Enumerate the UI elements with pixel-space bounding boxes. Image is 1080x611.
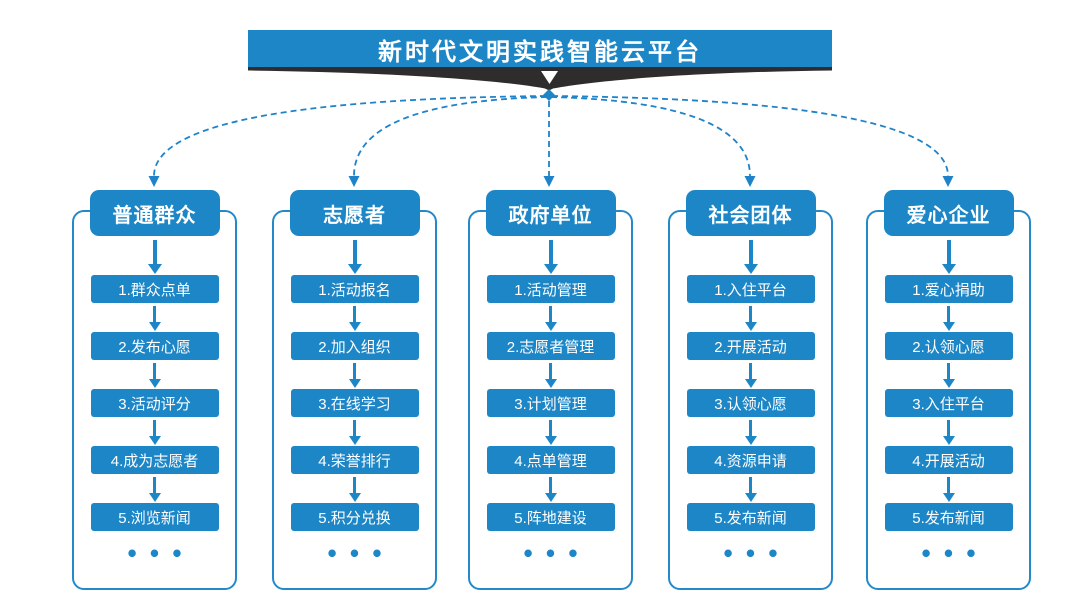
- flow-step: 4.资源申请: [686, 446, 815, 474]
- flow-step: 5.浏览新闻: [90, 503, 219, 531]
- down-arrow-icon: [153, 420, 156, 436]
- arrowhead-icon: [543, 176, 555, 187]
- down-arrow-icon: [153, 363, 156, 379]
- down-arrow-icon: [947, 363, 950, 379]
- platform-title-banner: 新时代文明实践智能云平台: [248, 30, 832, 68]
- flow-step: 4.点单管理: [486, 446, 615, 474]
- column-header: 爱心企业: [883, 190, 1014, 236]
- flow-step: 5.发布新闻: [884, 503, 1013, 531]
- role-column-volunteer: 志愿者 1.活动报名 2.加入组织 3.在线学习 4.荣誉排行 5.积分兑换 •…: [272, 190, 437, 590]
- more-dots: •••: [125, 542, 193, 566]
- down-arrow-icon: [548, 240, 553, 264]
- flow-step: 1.入住平台: [686, 275, 815, 303]
- column-header: 志愿者: [289, 190, 420, 236]
- down-arrow-icon: [749, 363, 752, 379]
- dashed-connector-4: [550, 96, 751, 177]
- dashed-connector-1: [153, 95, 547, 177]
- flow-step: 3.认领心愿: [686, 389, 815, 417]
- down-arrow-icon: [749, 420, 752, 436]
- flow-step: 2.发布心愿: [90, 332, 219, 360]
- flow-step: 5.积分兑换: [290, 503, 419, 531]
- down-arrow-icon: [541, 71, 558, 84]
- role-column-ordinary-people: 普通群众 1.群众点单 2.发布心愿 3.活动评分 4.成为志愿者 5.浏览新闻…: [72, 190, 237, 590]
- flow-step: 3.入住平台: [884, 389, 1013, 417]
- down-arrow-icon: [152, 240, 157, 264]
- column-header: 社会团体: [685, 190, 816, 236]
- more-dots: •••: [919, 542, 987, 566]
- flow-step: 2.加入组织: [290, 332, 419, 360]
- flow-step: 3.在线学习: [290, 389, 419, 417]
- column-header: 政府单位: [485, 190, 616, 236]
- more-dots: •••: [325, 542, 393, 566]
- down-arrow-icon: [947, 420, 950, 436]
- arrowhead-icon: [348, 176, 360, 187]
- flow-step: 1.群众点单: [90, 275, 219, 303]
- down-arrow-icon: [353, 420, 356, 436]
- down-arrow-icon: [353, 477, 356, 493]
- flow-step: 2.开展活动: [686, 332, 815, 360]
- role-column-government: 政府单位 1.活动管理 2.志愿者管理 3.计划管理 4.点单管理 5.阵地建设…: [468, 190, 633, 590]
- flow-step: 2.志愿者管理: [486, 332, 615, 360]
- down-arrow-icon: [353, 363, 356, 379]
- down-arrow-icon: [946, 240, 951, 264]
- flow-step: 5.发布新闻: [686, 503, 815, 531]
- down-arrow-icon: [549, 306, 552, 322]
- column-header: 普通群众: [89, 190, 220, 236]
- arrowhead-icon: [744, 176, 756, 187]
- down-arrow-icon: [153, 477, 156, 493]
- flow-step: 1.活动报名: [290, 275, 419, 303]
- down-arrow-icon: [947, 306, 950, 322]
- down-arrow-icon: [549, 363, 552, 379]
- flow-step: 3.计划管理: [486, 389, 615, 417]
- flow-step: 1.活动管理: [486, 275, 615, 303]
- down-arrow-icon: [749, 477, 752, 493]
- banner-shadow-shape: [248, 67, 832, 91]
- platform-title: 新时代文明实践智能云平台: [378, 38, 702, 66]
- flow-step: 4.开展活动: [884, 446, 1013, 474]
- flow-step: 4.荣誉排行: [290, 446, 419, 474]
- role-column-social-group: 社会团体 1.入住平台 2.开展活动 3.认领心愿 4.资源申请 5.发布新闻 …: [668, 190, 833, 590]
- more-dots: •••: [721, 542, 789, 566]
- flow-step: 5.阵地建设: [486, 503, 615, 531]
- hub-node-icon: [543, 89, 555, 101]
- more-dots: •••: [521, 542, 589, 566]
- flow-step: 4.成为志愿者: [90, 446, 219, 474]
- flow-step: 1.爱心捐助: [884, 275, 1013, 303]
- flow-step: 2.认领心愿: [884, 332, 1013, 360]
- role-column-caring-enterprise: 爱心企业 1.爱心捐助 2.认领心愿 3.入住平台 4.开展活动 5.发布新闻 …: [866, 190, 1031, 590]
- dashed-connector-5: [551, 95, 949, 177]
- down-arrow-icon: [549, 477, 552, 493]
- down-arrow-icon: [353, 306, 356, 322]
- arrowhead-icon: [942, 176, 954, 187]
- down-arrow-icon: [153, 306, 156, 322]
- down-arrow-icon: [549, 420, 552, 436]
- down-arrow-icon: [749, 306, 752, 322]
- arrowhead-icon: [148, 176, 160, 187]
- flow-step: 3.活动评分: [90, 389, 219, 417]
- down-arrow-icon: [748, 240, 753, 264]
- down-arrow-icon: [947, 477, 950, 493]
- dashed-connector-2: [353, 96, 548, 177]
- down-arrow-icon: [352, 240, 357, 264]
